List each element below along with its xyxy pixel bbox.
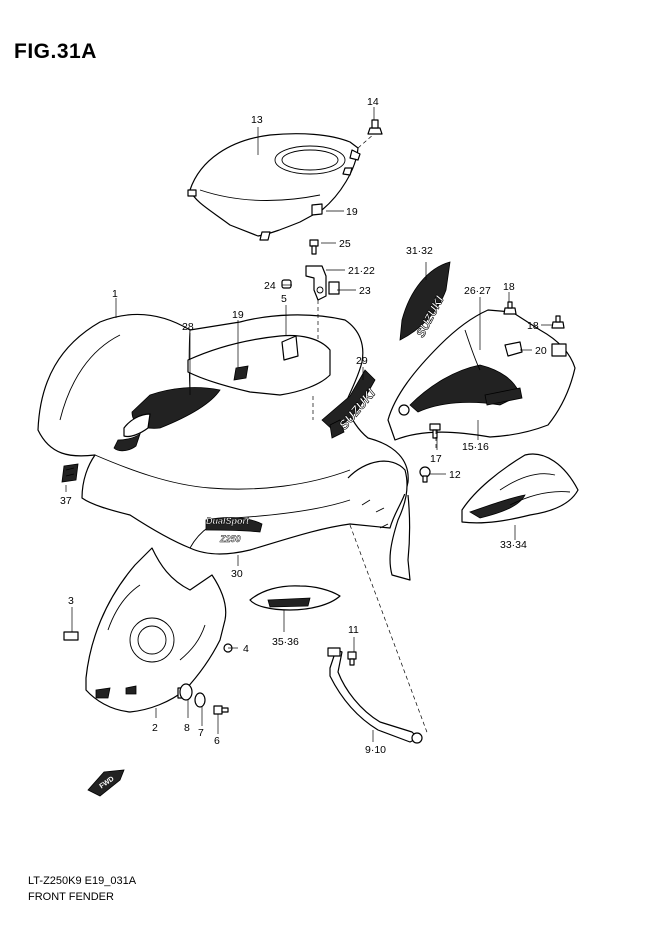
callouts: 1 2 3 4 5 6 7 8 9·10 11 12 13 14 15·16 1… <box>60 96 547 756</box>
footer-code: LT-Z250K9 E19_031A <box>28 875 137 887</box>
callout-25: 25 <box>339 238 351 250</box>
footer-name: FRONT FENDER <box>28 891 114 903</box>
part-25-bolt <box>309 239 319 255</box>
callout-21-22: 21·22 <box>348 265 375 277</box>
callout-28: 28 <box>182 321 194 333</box>
part-33-34-flame-decal <box>461 453 579 524</box>
part-31-32-side-decal: SUZUKI <box>399 261 451 341</box>
fwd-arrow-icon: FWD <box>87 769 125 797</box>
part-15-16-side-cover <box>387 309 576 441</box>
callout-17: 17 <box>430 453 442 465</box>
callout-20: 20 <box>535 345 547 357</box>
part-37-emblem <box>61 463 79 483</box>
callout-3: 3 <box>68 595 74 607</box>
part-24-nut <box>281 279 292 289</box>
callout-12: 12 <box>449 469 461 481</box>
callout-6: 6 <box>214 735 220 747</box>
callout-29: 29 <box>356 355 368 367</box>
callout-14: 14 <box>367 96 379 108</box>
callout-26-27: 26·27 <box>464 285 491 297</box>
part-12-screw <box>419 466 431 483</box>
part-3-clip-nut <box>63 631 79 641</box>
part-17-screw <box>429 423 441 439</box>
callout-18-b: 18 <box>527 320 539 332</box>
callout-19-b: 19 <box>232 309 244 321</box>
part-18-rivets <box>503 301 565 329</box>
callout-5: 5 <box>281 293 287 305</box>
callout-23: 23 <box>359 285 371 297</box>
callout-4: 4 <box>243 643 249 655</box>
callout-19-a: 19 <box>346 206 358 218</box>
part-11-bolt <box>347 651 357 666</box>
part-23-cushion <box>328 281 340 295</box>
callout-37: 37 <box>60 495 72 507</box>
callout-24: 24 <box>264 280 276 292</box>
callout-31-32: 31·32 <box>406 245 433 257</box>
part-35-36-flame-decal <box>249 585 341 611</box>
callout-18-a: 18 <box>503 281 515 293</box>
part-8-grommet <box>179 683 193 701</box>
callout-2: 2 <box>152 722 158 734</box>
callout-35-36: 35·36 <box>272 636 299 648</box>
assembly-lines <box>312 133 437 736</box>
callout-9-10: 9·10 <box>365 744 386 756</box>
callout-8: 8 <box>184 722 190 734</box>
callout-13: 13 <box>251 114 263 126</box>
callout-15-16: 15·16 <box>462 441 489 453</box>
callout-1: 1 <box>112 288 118 300</box>
figure-title: FIG.31A <box>14 40 97 63</box>
callout-33-34: 33·34 <box>500 539 527 551</box>
part-6-bolt <box>213 705 229 715</box>
part-13-tank-cover <box>187 133 361 241</box>
callout-7: 7 <box>198 727 204 739</box>
part-7-collar <box>194 692 206 708</box>
dual-sport-logo: DualSport <box>206 516 250 526</box>
callout-30: 30 <box>231 568 243 580</box>
part-2-headlight-housing <box>85 547 227 713</box>
part-14-rivet <box>367 119 383 135</box>
part-9-10-brace <box>327 647 423 744</box>
callout-11: 11 <box>348 624 359 636</box>
part-1-front-fender: SUZUKI DualSport Z250 <box>37 313 411 581</box>
part-21-22-bracket <box>305 265 327 301</box>
z250-logo: Z250 <box>219 534 241 544</box>
leader-lines <box>65 107 553 742</box>
